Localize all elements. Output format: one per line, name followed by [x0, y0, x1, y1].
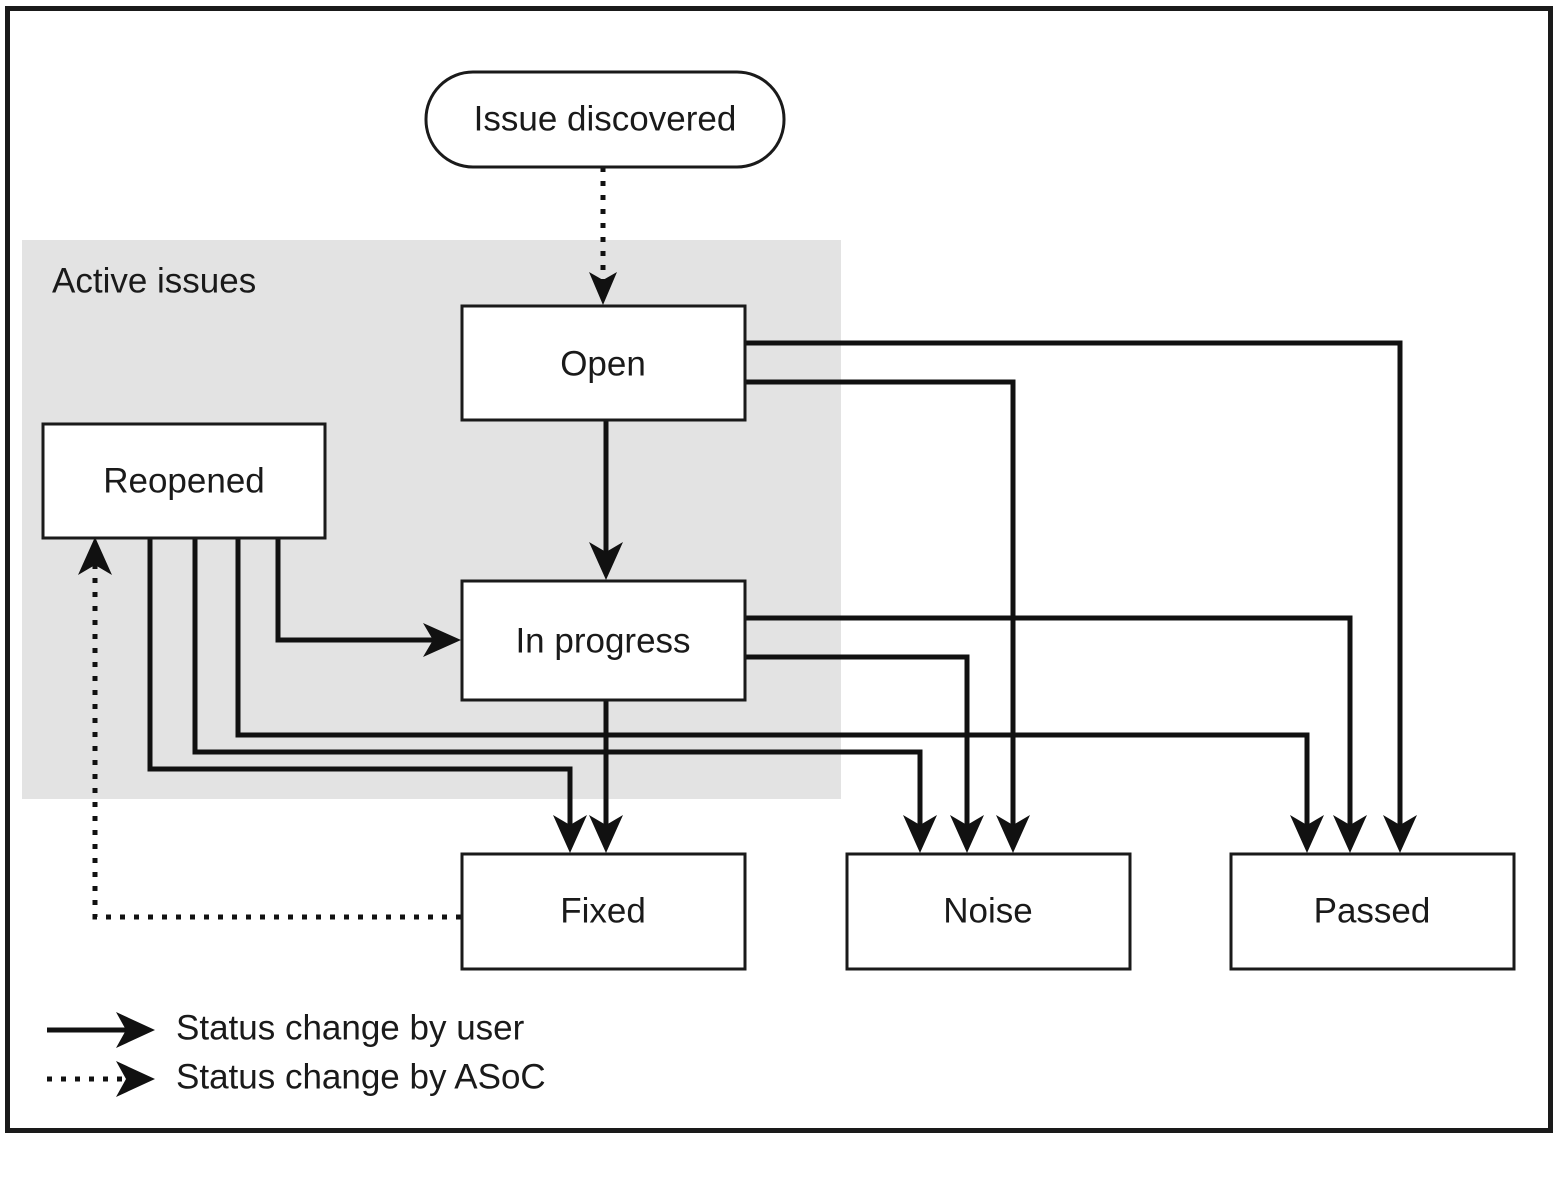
node-reopened[interactable]: Reopened [41, 422, 327, 540]
legend-label-status-change-user: Status change by user [176, 1008, 525, 1047]
edge-open-to-in-progress [589, 420, 623, 580]
edge-open-to-noise [745, 379, 1030, 853]
legend-item-status-change-asoc: Status change by ASoC [47, 1057, 546, 1097]
node-in-progress[interactable]: In progress [460, 579, 747, 702]
edge-in-progress-to-passed [745, 615, 1367, 853]
node-issue-discovered-label: Issue discovered [474, 99, 737, 138]
edge-reopened-to-noise [192, 537, 937, 853]
node-issue-discovered[interactable]: Issue discovered [424, 70, 786, 169]
diagram-frame [5, 6, 1553, 1133]
node-noise[interactable]: Noise [845, 852, 1132, 971]
edge-in-progress-to-fixed [589, 700, 623, 853]
node-noise-label: Noise [943, 891, 1032, 930]
node-passed[interactable]: Passed [1229, 852, 1516, 971]
legend: Status change by user Status change by A… [47, 1008, 546, 1097]
edge-reopened-to-passed [235, 537, 1324, 853]
edge-fixed-to-reopened [78, 537, 461, 920]
node-fixed[interactable]: Fixed [460, 852, 747, 971]
node-in-progress-label: In progress [515, 621, 690, 660]
legend-item-status-change-user: Status change by user [47, 1008, 525, 1048]
edge-open-to-passed [745, 340, 1417, 853]
edge-issue-discovered-to-open [589, 167, 617, 305]
legend-dotted-arrow-icon [116, 1061, 155, 1097]
legend-label-status-change-asoc: Status change by ASoC [176, 1057, 546, 1096]
node-reopened-label: Reopened [103, 461, 265, 500]
node-fixed-label: Fixed [560, 891, 646, 930]
edge-reopened-to-fixed [147, 537, 587, 853]
legend-solid-arrow-icon [116, 1012, 155, 1048]
edge-reopened-to-in-progress [275, 537, 461, 657]
active-issues-label: Active issues [52, 261, 256, 300]
edge-in-progress-to-noise [745, 654, 984, 853]
node-open-label: Open [560, 344, 646, 383]
node-passed-label: Passed [1314, 891, 1431, 930]
node-open[interactable]: Open [460, 304, 747, 422]
